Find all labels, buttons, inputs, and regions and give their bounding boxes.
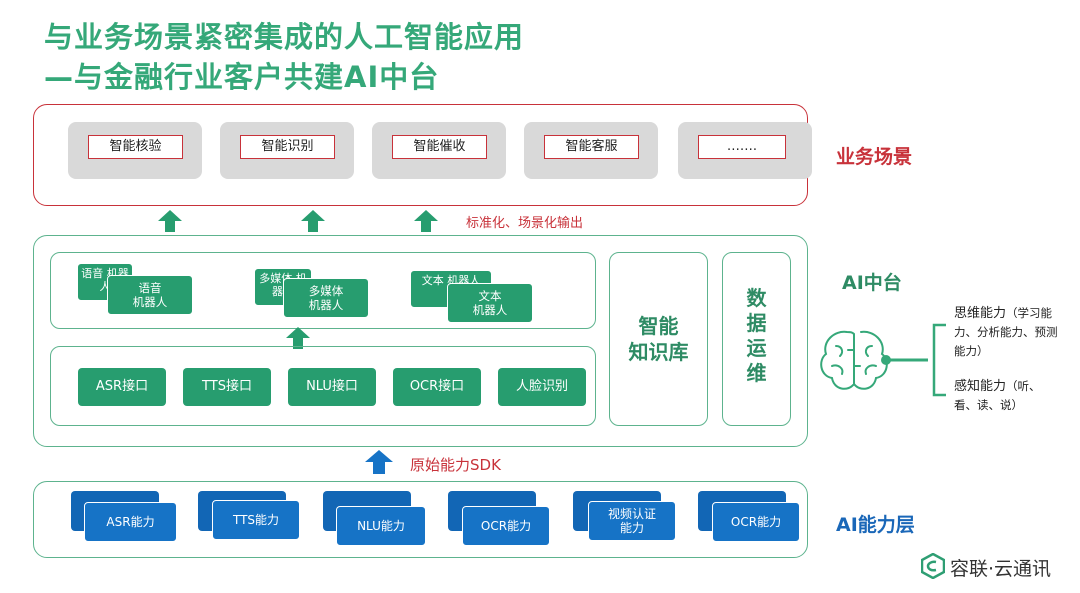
perception-ability-title: 感知能力: [954, 379, 1007, 394]
interface-row-box: [50, 346, 596, 426]
scene-label: 智能催收: [392, 135, 487, 159]
page-title: 与业务场景紧密集成的人工智能应用: [44, 20, 525, 54]
text-robot: 文本 机器人: [447, 283, 533, 323]
scene-label: 智能客服: [544, 135, 639, 159]
scene-label: 智能核验: [88, 135, 183, 159]
ai-platform-box: [33, 235, 808, 447]
tts-capability: TTS能力: [212, 500, 300, 540]
brand-logo-icon: [921, 553, 945, 579]
page-subtitle: —与金融行业客户共建AI中台: [44, 60, 440, 94]
output-label: 标准化、场景化输出: [466, 216, 584, 231]
robot-label-line1: 语音: [138, 281, 162, 295]
robot-row-box: [50, 252, 596, 329]
up-arrow-icon: [158, 210, 182, 232]
capability-layer-label: AI能力层: [836, 514, 915, 536]
robot-label-line2: 机器人: [308, 298, 344, 312]
nlu-capability: NLU能力: [336, 506, 426, 546]
knowledge-base-line1: 智能: [638, 314, 679, 338]
scene-card-more: …….: [678, 122, 812, 179]
tts-interface: TTS接口: [183, 368, 271, 406]
robot-label-line2: 机器人: [472, 303, 508, 317]
voice-robot: 语音 机器人: [107, 275, 193, 315]
up-arrow-icon: [414, 210, 438, 232]
capability-layer-box: [33, 481, 808, 558]
robot-label-line1: 多媒体: [308, 284, 344, 298]
business-layer-label: 业务场景: [836, 146, 913, 168]
sdk-label: 原始能力SDK: [410, 456, 501, 474]
perception-ability-detail-2: 看、读、说）: [954, 398, 1023, 412]
ocr-capability-2: OCR能力: [712, 502, 800, 542]
scene-card-recognition: 智能识别: [220, 122, 354, 179]
scene-card-collection: 智能催收: [372, 122, 506, 179]
bracket-icon: [932, 323, 946, 397]
data-ops-char: 据: [746, 311, 767, 335]
data-ops-char: 数: [746, 286, 767, 310]
brain-icon: [820, 330, 928, 390]
up-arrow-icon: [301, 210, 325, 232]
thinking-ability-detail-2: 力、分析能力、预测: [954, 325, 1058, 339]
knowledge-base-box: 智能 知识库: [609, 252, 708, 426]
scene-label: …….: [698, 135, 786, 159]
ocr-capability: OCR能力: [462, 506, 550, 546]
asr-capability: ASR能力: [84, 502, 177, 542]
thinking-ability-title: 思维能力: [954, 306, 1007, 321]
asr-interface: ASR接口: [78, 368, 166, 406]
nlu-interface: NLU接口: [288, 368, 376, 406]
up-arrow-icon: [286, 327, 310, 349]
video-auth-capability: 视频认证 能力: [588, 501, 676, 541]
scene-card-verification: 智能核验: [68, 122, 202, 179]
scene-label: 智能识别: [240, 135, 335, 159]
ai-platform-label: AI中台: [842, 272, 902, 294]
thinking-ability-text: 思维能力（学习能 力、分析能力、预测 能力）: [954, 304, 1078, 361]
robot-label-line1: 文本: [478, 289, 502, 303]
thinking-ability-detail-3: 能力）: [954, 344, 989, 358]
knowledge-base-line2: 知识库: [628, 340, 689, 364]
data-ops-char: 运: [746, 336, 767, 360]
brand-name: 容联·云通讯: [950, 558, 1052, 580]
thinking-ability-detail: （学习能: [1006, 306, 1053, 320]
multimedia-robot: 多媒体 机器人: [283, 278, 369, 318]
perception-ability-text: 感知能力（听、 看、读、说）: [954, 377, 1078, 415]
data-ops-char: 维: [746, 361, 767, 385]
face-recognition: 人脸识别: [498, 368, 586, 406]
robot-label-line2: 机器人: [132, 295, 168, 309]
scene-card-service: 智能客服: [524, 122, 658, 179]
sdk-arrow-icon: [365, 450, 393, 474]
data-ops-box: 数 据 运 维: [722, 252, 791, 426]
ocr-interface: OCR接口: [393, 368, 481, 406]
perception-ability-detail: （听、: [1006, 379, 1041, 393]
